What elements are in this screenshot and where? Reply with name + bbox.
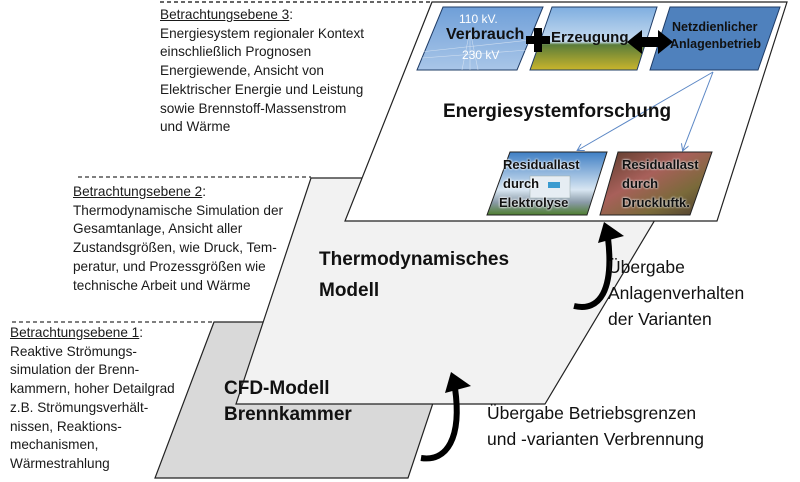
netz-label-line1: Netzdienlicher [672, 20, 758, 34]
level-heading: Betrachtungsebene 3 [160, 7, 290, 22]
model-title-line: CFD-Modell [224, 378, 330, 399]
elektrolyse-line: durch [503, 176, 540, 191]
druckluft-line: durch [622, 176, 659, 191]
description-line: einschließlich Prognosen [160, 44, 312, 60]
model-title-level1: CFD-Modell Brennkammer [224, 376, 352, 428]
netz-box [649, 6, 781, 71]
model-title-line: Thermodynamisches [319, 249, 510, 270]
description-line: Energiewende, Ansicht von [160, 63, 324, 79]
transfer-line: Anlagenverhalten [608, 283, 745, 303]
level3-description: Betrachtungsebene 3: Energiesystem regio… [160, 6, 364, 137]
transfer-text-lower: Übergabe Betriebsgrenzen und -varianten … [487, 400, 704, 452]
druckluft-line: Druckluftk. [622, 195, 690, 210]
verbrauch-bottom-label: 230 kV [462, 48, 500, 62]
description-line: und Wärme [160, 119, 231, 135]
description-line: Energiesystem regionaler Kontext [160, 25, 365, 41]
druckluft-image-box [599, 151, 713, 216]
double-arrow-icon [627, 30, 673, 54]
building-sign-icon [548, 182, 560, 188]
transfer-arrow-lower-head [445, 372, 471, 393]
druckluft-label: Residuallast durch Druckluftk. [622, 155, 699, 212]
arrow-to-druckluft [683, 71, 714, 150]
transfer-arrow-upper [573, 237, 613, 310]
model-title-level2: Thermodynamisches Modell [319, 244, 509, 306]
netz-label-line2: Anlagenbetrieb [670, 37, 761, 51]
erzeugung-label: Erzeugung [551, 29, 629, 46]
description-line: mechanismen, [10, 437, 99, 453]
verbrauch-image-box [416, 6, 544, 71]
power-lines-icon [419, 29, 531, 71]
plus-icon [526, 28, 550, 52]
level2-description: Betrachtungsebene 2: Thermodynamische Si… [73, 183, 283, 295]
description-line: peratur, und Prozessgrößen wie [73, 258, 266, 274]
description-line: kammern, hoher Detailgrad [10, 381, 175, 397]
transfer-arrow-lower [420, 387, 460, 462]
description-line: simulation der Brenn- [10, 362, 140, 378]
description-line: Zustandsgrößen, wie Druck, Tem- [73, 240, 277, 256]
verbrauch-top-label: 110 kV. [459, 12, 498, 26]
model-title-level3: Energiesystemforschung [443, 101, 672, 122]
description-line: technische Arbeit und Wärme [73, 277, 251, 293]
transfer-line: der Varianten [608, 309, 712, 329]
description-line: Reaktive Strömungs- [10, 343, 137, 359]
verbrauch-label: Verbrauch [446, 26, 525, 43]
level1-description: Betrachtungsebene 1: Reaktive Strömungs-… [10, 324, 175, 474]
model-title-line: Brennkammer [224, 404, 352, 425]
transfer-line: Übergabe Betriebsgrenzen [487, 403, 697, 423]
level-heading: Betrachtungsebene 1 [10, 325, 140, 340]
description-line: Thermodynamische Simulation der [73, 202, 284, 218]
transfer-line: Übergabe [608, 257, 685, 277]
arrow-to-elektrolyse [578, 71, 714, 150]
level-heading: Betrachtungsebene 2 [73, 184, 203, 199]
transfer-text-upper: Übergabe Anlagenverhalten der Varianten [608, 254, 744, 332]
description-line: Wärmestrahlung [10, 455, 110, 471]
description-line: sowie Brennstoff-Massenstrom [160, 100, 347, 116]
model-title-line: Modell [319, 280, 380, 301]
elektrolyse-line: Residuallast [503, 157, 580, 172]
description-line: nissen, Reaktions- [10, 418, 122, 434]
druckluft-line: Residuallast [622, 157, 699, 172]
description-line: Elektrischer Energie und Leistung [160, 81, 364, 97]
elektrolyse-line: Elektrolyse [499, 195, 569, 210]
elektrolyse-label: Residuallast durch Elektrolyse [499, 155, 580, 212]
transfer-arrow-upper-head [598, 222, 624, 243]
transfer-line: und -varianten Verbrennung [487, 429, 704, 449]
description-line: z.B. Strömungsverhält- [10, 399, 149, 415]
description-line: Gesamtanlage, Ansicht aller [73, 221, 243, 237]
